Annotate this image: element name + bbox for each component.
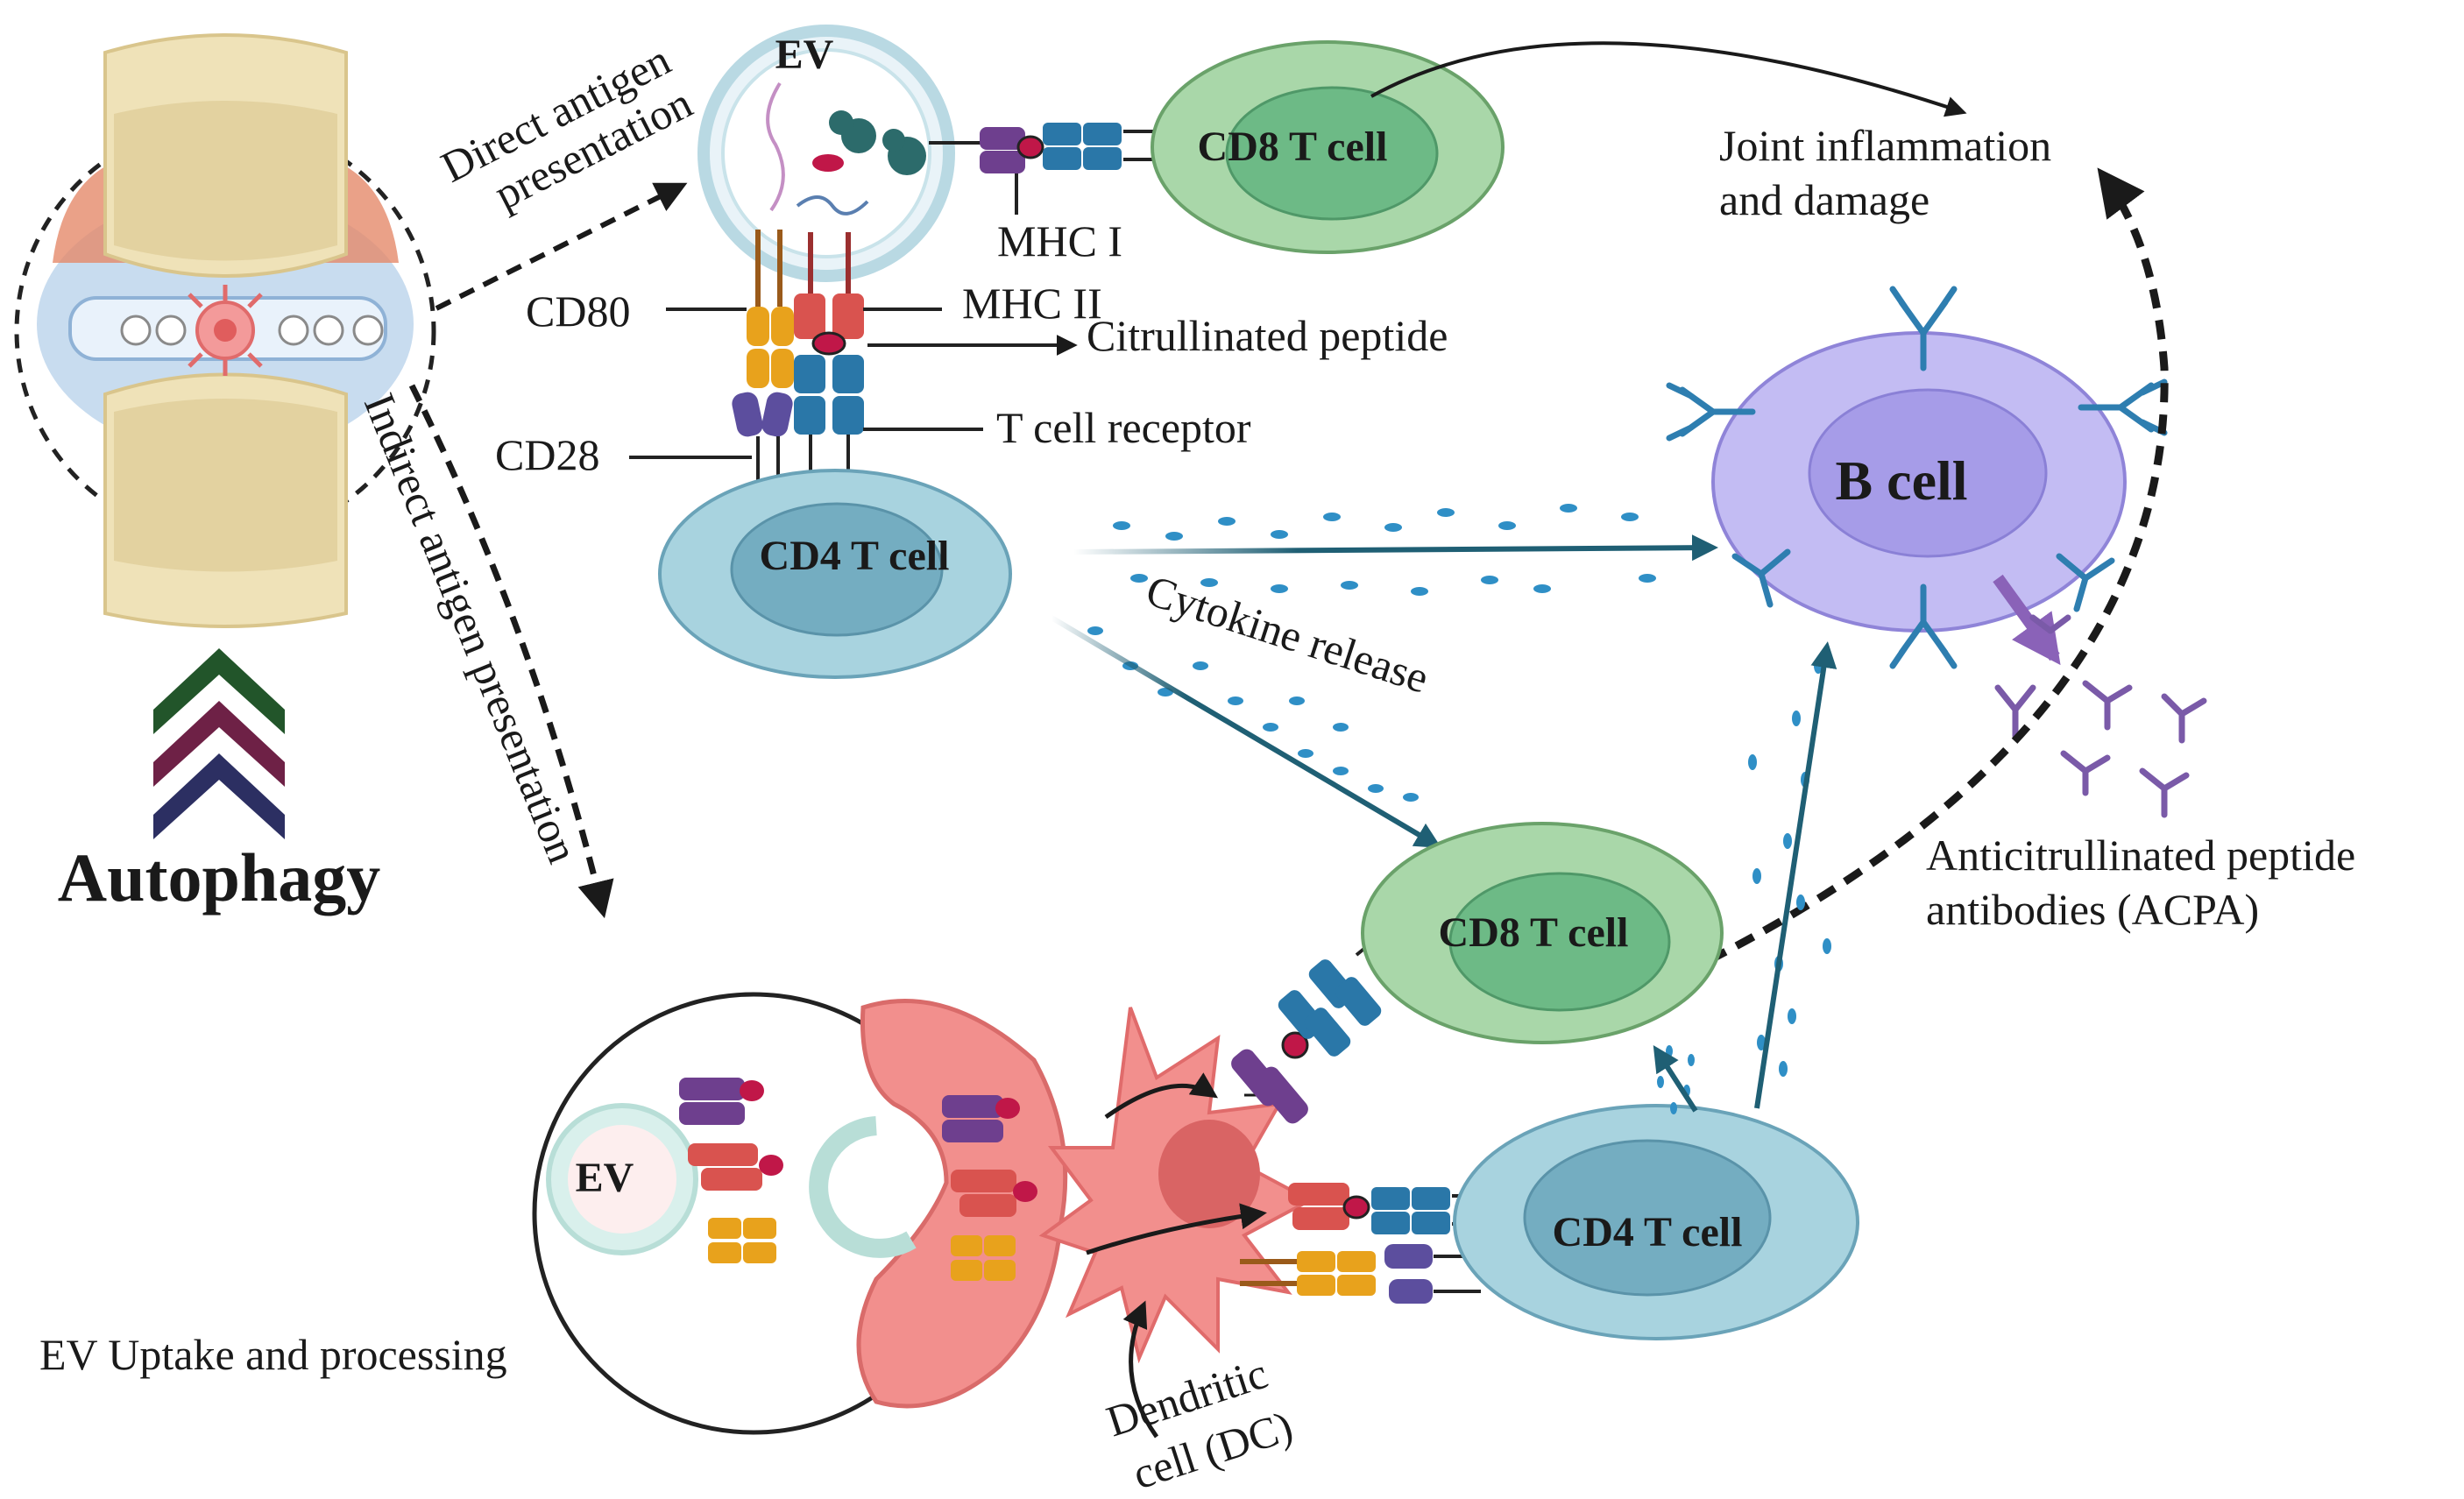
b-cell-to-acpa-arrow [1993, 574, 2061, 666]
cd4-to-cd8-arrow [1050, 615, 1442, 849]
cd4-t-cell-top-label: CD4 T cell [760, 533, 950, 579]
mhc2-label: MHC II [962, 279, 1102, 328]
ev-uptake-label: EV Uptake and processing [39, 1330, 507, 1379]
cd8-t-cell-bottom [1361, 822, 1724, 1044]
cd4-t-cell-bottom-label: CD4 T cell [1553, 1209, 1743, 1255]
ev-top [697, 25, 955, 282]
direct-presentation-label: Direct antigen presentation [434, 35, 700, 219]
cd8-t-cell-top [1151, 40, 1505, 254]
mhc1-label: MHC I [997, 216, 1122, 265]
zoom-receptors [679, 1078, 1037, 1281]
mhc1-tcr-complex-top [929, 123, 1157, 215]
joint-inflammation-label-2: and damage [1719, 175, 1929, 224]
cd4-t-cell-bottom [1453, 1104, 1859, 1340]
b-cell-antibodies [1666, 286, 2168, 669]
dc-label-arrow [1122, 1300, 1159, 1439]
tcr-label: T cell receptor [996, 403, 1251, 452]
joint-inflammation-label-1: Joint inflammation [1719, 121, 2051, 170]
joint-cell-icon [188, 285, 263, 376]
cd80-label: CD80 [526, 286, 630, 336]
cd4-bottom-to-b-cell-arrow [1754, 641, 1837, 1109]
zoom-to-dc-arrow-2 [1086, 1203, 1267, 1255]
zoom-to-dc-arrow-1 [1104, 1072, 1218, 1120]
autophagy-label: Autophagy [58, 839, 380, 916]
cd8-to-joint-arrow [1370, 41, 1967, 117]
receptor-leader-lines [629, 308, 1078, 459]
cd4-to-b-cell-arrow [1073, 534, 1718, 562]
direct-presentation-arrow [435, 182, 688, 311]
acpa-antibodies [1994, 614, 2207, 818]
b-cell-label: B cell [1835, 449, 1967, 512]
cd4-t-cell-top [658, 469, 1012, 679]
cd4-bottom-to-cd8-bottom-arrow [1653, 1044, 1698, 1113]
ev-top-label: EV [775, 32, 834, 78]
acpa-label-1: Anticitrullinated peptide [1926, 831, 2355, 880]
citrullinated-peptide-label: Citrullinated peptide [1087, 311, 1448, 360]
ev-bottom-label: EV [576, 1155, 634, 1201]
cytokine-release-label: Cytokine release [1141, 565, 1435, 703]
joint-evs [120, 315, 384, 346]
cd8-t-cell-bottom-label: CD8 T cell [1439, 909, 1629, 956]
dc-cd4-mhc2-complex [1240, 1183, 1481, 1304]
cd8-t-cell-top-label: CD8 T cell [1198, 124, 1388, 170]
joint-illustration [14, 33, 436, 628]
ev-uptake-zoom [532, 992, 1068, 1435]
b-cell [1711, 331, 2127, 633]
cd80-cd28-mhc2-tcr-stack [732, 230, 864, 495]
cd28-label: CD28 [495, 430, 599, 479]
acpa-label-2: antibodies (ACPA) [1926, 885, 2259, 934]
indirect-presentation-arrow [408, 384, 614, 919]
dendritic-cell [1038, 1007, 1314, 1364]
autophagy-chevrons [153, 648, 285, 839]
